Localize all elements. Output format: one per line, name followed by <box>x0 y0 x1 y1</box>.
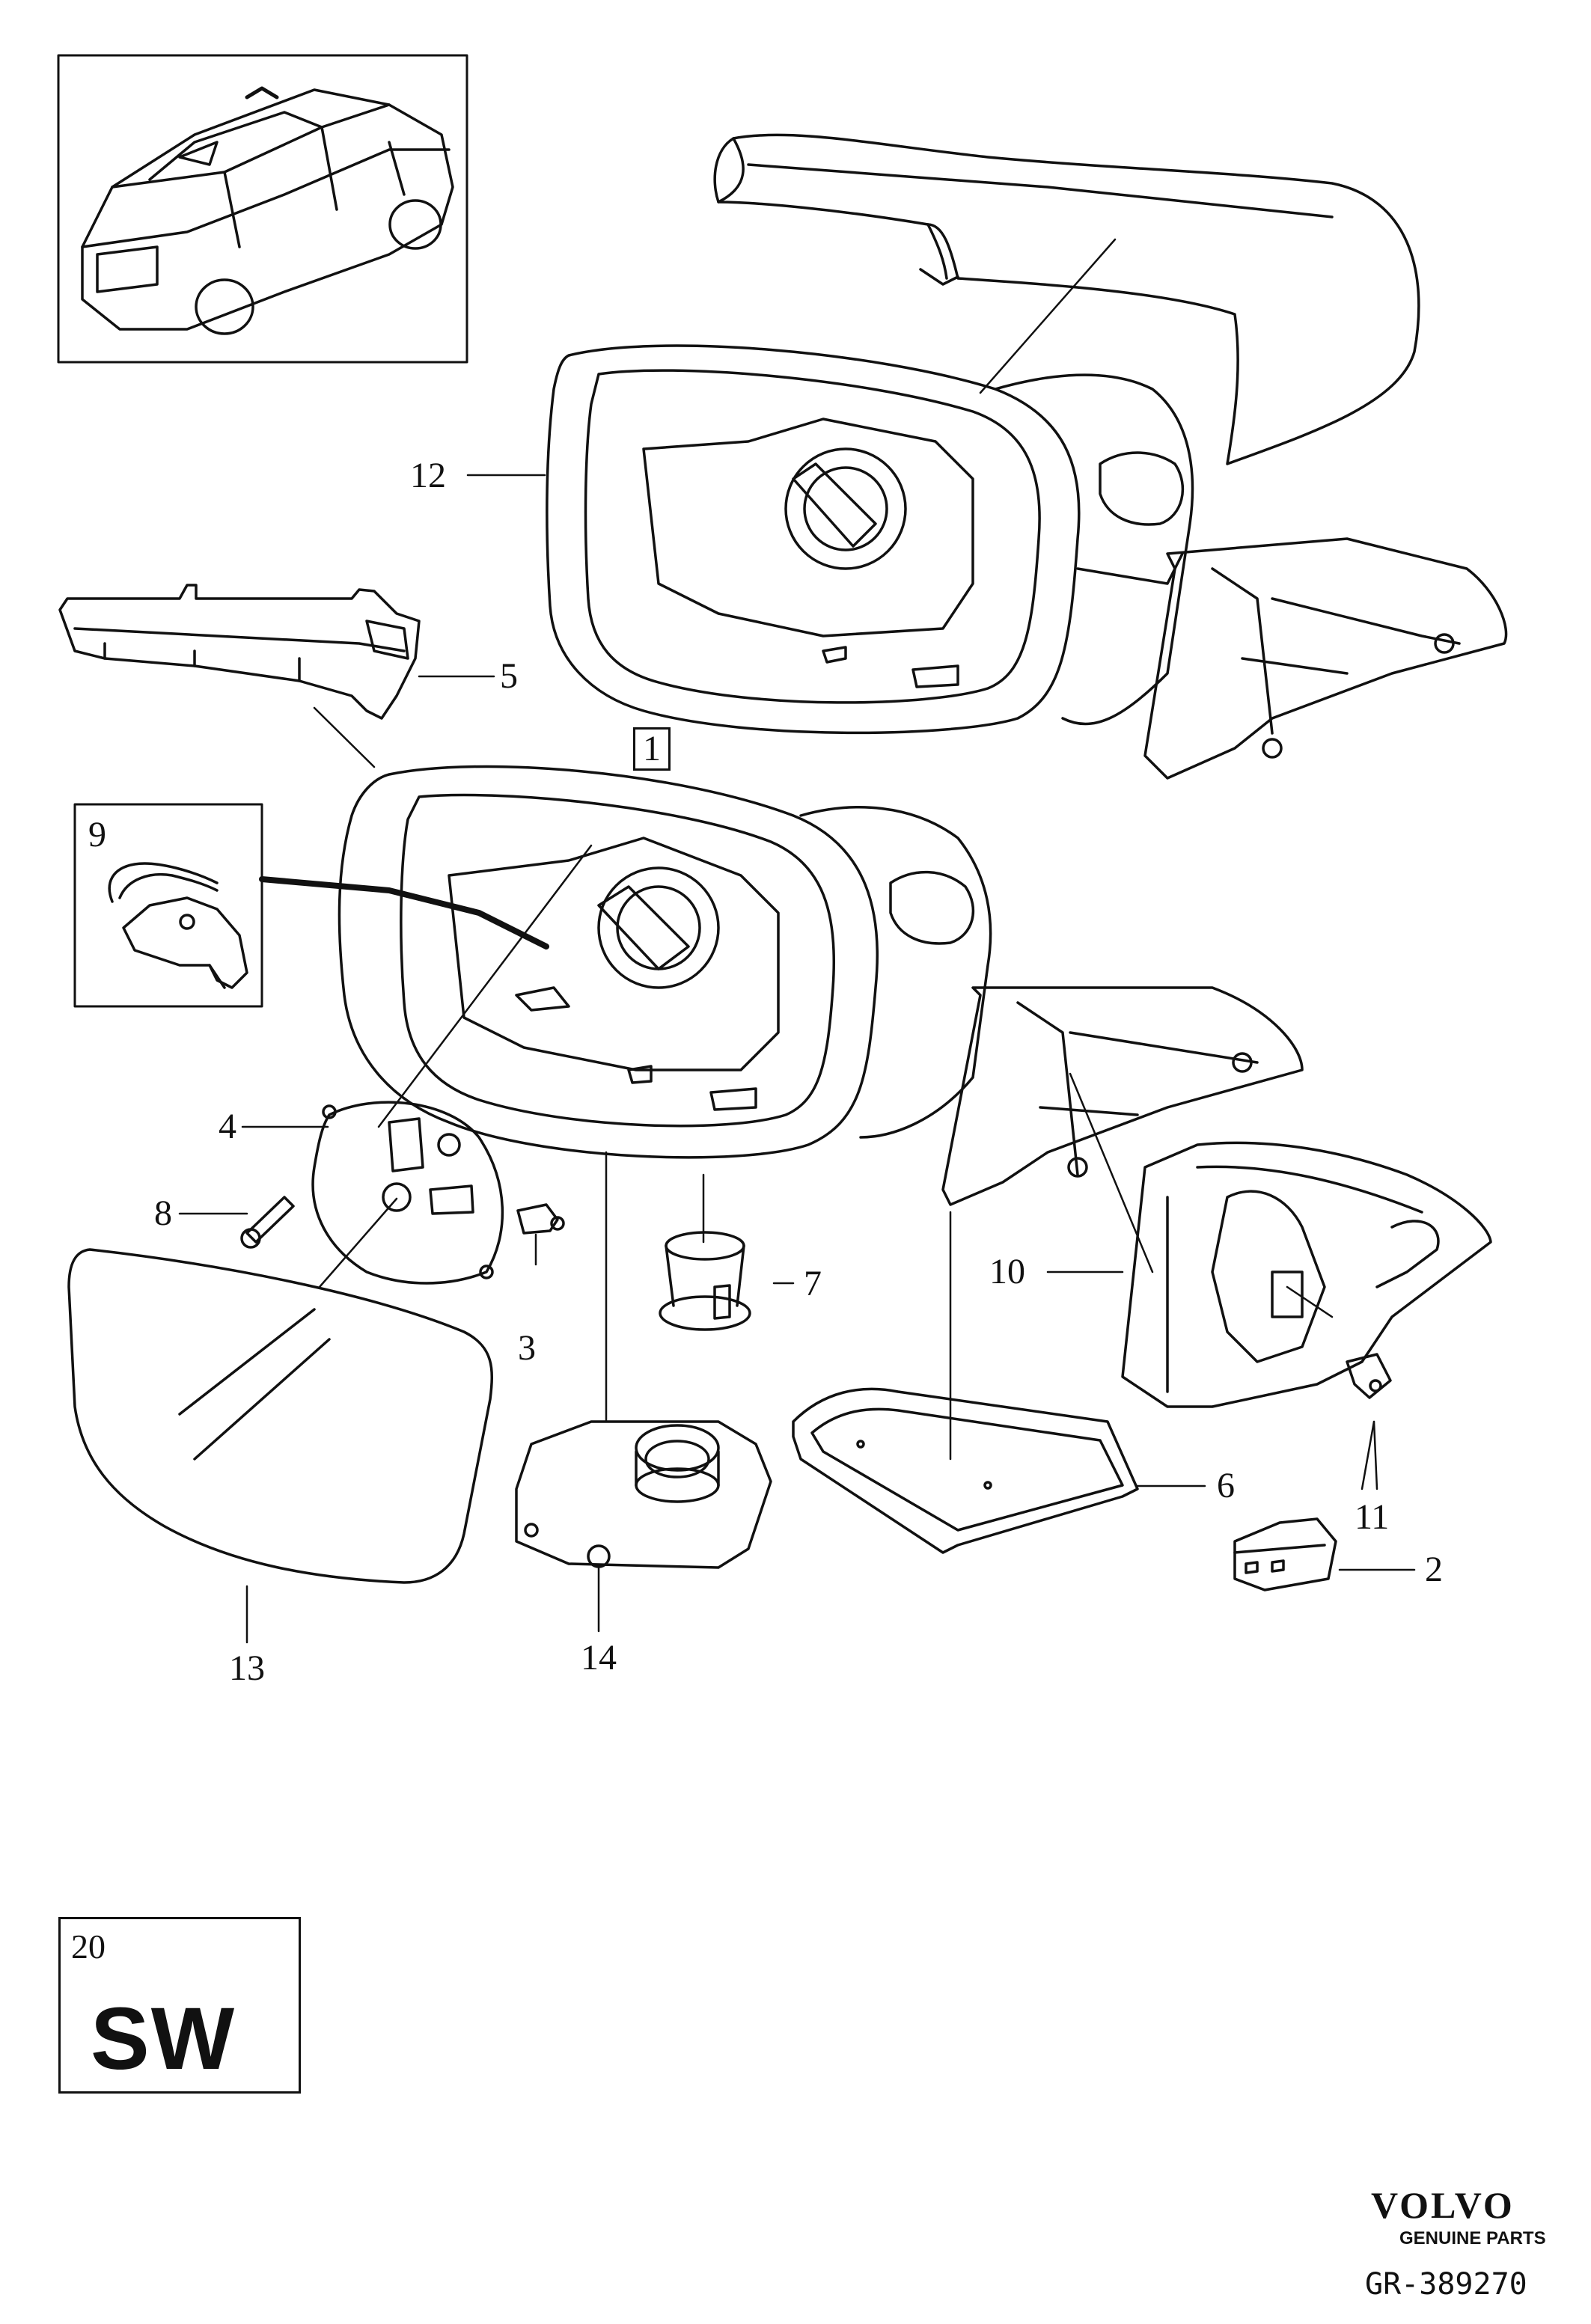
sw-box: 20 SW <box>58 1917 301 2094</box>
part-4-adjust-motor <box>311 1101 504 1285</box>
callout-1: 1 <box>633 727 671 771</box>
part-8-screw <box>240 1196 295 1249</box>
part-10-base-cover <box>1121 1141 1492 1408</box>
harness-wire <box>259 876 549 950</box>
callout-2: 2 <box>1425 1550 1443 1589</box>
part-11-screw <box>1346 1353 1392 1399</box>
figure-id: GR-389270 <box>1365 2267 1527 2302</box>
leader-lines <box>178 238 1416 1644</box>
part-1-mirror-assembly <box>338 765 1304 1206</box>
callout-12: 12 <box>410 456 446 495</box>
part-13-mirror-glass <box>67 1248 494 1584</box>
part-5-turn-signal <box>58 584 421 720</box>
callout-11: 11 <box>1355 1497 1390 1537</box>
brand-tagline: GENUINE PARTS <box>1399 2228 1546 2248</box>
sw-box-number: 20 <box>71 1927 106 1966</box>
callout-5: 5 <box>500 656 518 696</box>
part-9-inset <box>73 803 263 1008</box>
callout-6: 6 <box>1217 1466 1235 1505</box>
sw-box-code: SW <box>91 1990 236 2088</box>
callout-9: 9 <box>88 815 106 854</box>
part-12-mirror-housing <box>546 344 1508 780</box>
brand-logo: VOLVO <box>1371 2184 1515 2226</box>
callout-8: 8 <box>154 1193 172 1233</box>
part-14-camera-module <box>515 1420 772 1569</box>
part-6-bottom-cover <box>792 1387 1139 1554</box>
part-2-connector-clip <box>1233 1517 1337 1591</box>
callout-14: 14 <box>581 1638 617 1678</box>
part-3-bulb <box>516 1203 565 1235</box>
callout-4: 4 <box>219 1107 236 1146</box>
callout-7: 7 <box>804 1264 822 1303</box>
part-12-mirror-cap <box>713 133 1420 465</box>
vehicle-thumbnail <box>57 54 468 364</box>
callout-13: 13 <box>229 1648 265 1688</box>
callout-10: 10 <box>989 1252 1025 1291</box>
callout-3: 3 <box>518 1328 536 1368</box>
part-7-sleeve <box>659 1231 751 1331</box>
